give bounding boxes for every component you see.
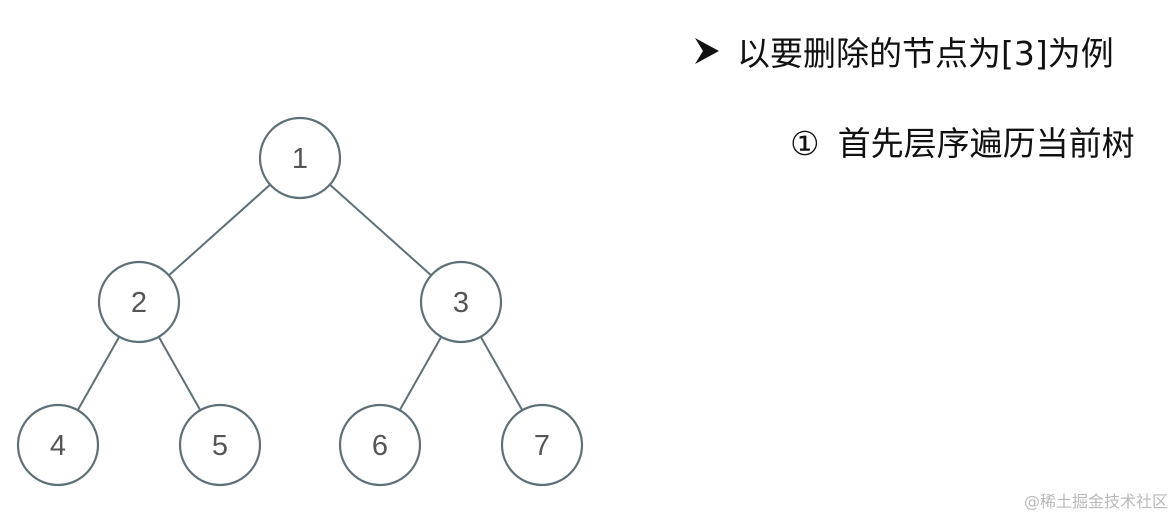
step-text: 首先层序遍历当前树 xyxy=(837,124,1135,163)
tree-node-1: 1 xyxy=(258,116,342,200)
tree-node-6: 6 xyxy=(338,403,422,487)
node-label: 6 xyxy=(372,430,388,462)
node-label: 1 xyxy=(292,143,308,175)
node-circle xyxy=(258,116,342,200)
watermark: @稀土掘金技术社区 xyxy=(1023,492,1168,511)
tree-node-2: 2 xyxy=(97,260,181,344)
tree-node-7: 7 xyxy=(500,403,584,487)
heading: 以要删除的节点为[3]为例 xyxy=(694,27,1114,75)
tree-node-3: 3 xyxy=(419,260,503,344)
node-label: 3 xyxy=(453,287,469,319)
tree-edge-1-2 xyxy=(168,183,271,277)
step-number: ① xyxy=(790,124,820,163)
tree-edge-3-6 xyxy=(398,336,443,411)
node-circle xyxy=(500,403,584,487)
tree-nodes: 1 2 3 4 5 6 7 xyxy=(16,116,584,487)
tree-edge-2-4 xyxy=(76,336,121,411)
node-label: 2 xyxy=(131,287,147,319)
step-1: ① 首先层序遍历当前树 xyxy=(790,117,1135,165)
tree-edge-2-5 xyxy=(157,336,202,411)
heading-text: 以要删除的节点为[3]为例 xyxy=(737,34,1114,73)
node-label: 7 xyxy=(534,430,550,462)
node-label: 5 xyxy=(212,430,228,462)
tree-edges xyxy=(76,183,524,411)
node-label: 4 xyxy=(50,430,66,462)
tree-edge-3-7 xyxy=(479,336,524,411)
node-circle xyxy=(338,403,422,487)
tree-node-4: 4 xyxy=(16,403,100,487)
node-circle xyxy=(178,403,262,487)
node-circle xyxy=(419,260,503,344)
node-circle xyxy=(16,403,100,487)
tree-edge-1-3 xyxy=(329,183,432,277)
tree-node-5: 5 xyxy=(178,403,262,487)
arrowhead-bullet-icon xyxy=(695,38,719,64)
node-circle xyxy=(97,260,181,344)
binary-tree-diagram: 1 2 3 4 5 6 7 xyxy=(16,116,584,487)
